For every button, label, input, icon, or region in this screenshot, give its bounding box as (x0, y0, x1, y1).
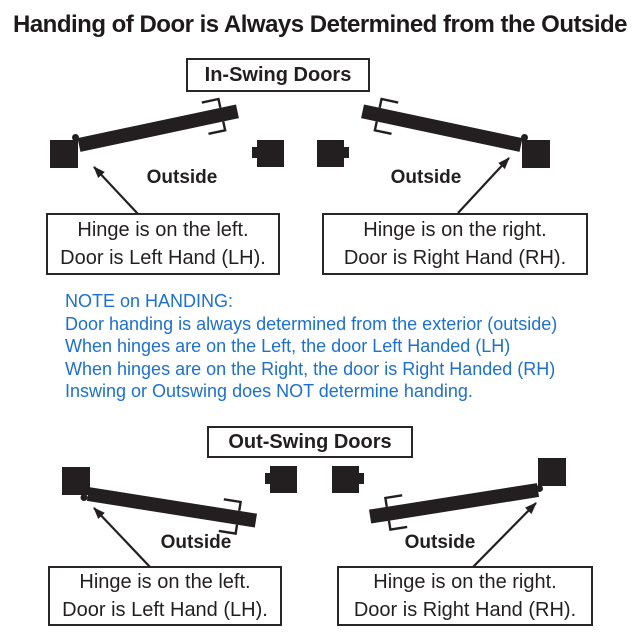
handing-note: NOTE on HANDING: Door handing is always … (65, 290, 605, 403)
out-swing-left-door: Outside (62, 466, 297, 568)
callout-line: Door is Left Hand (LH). (60, 247, 266, 269)
callout-line: Hinge is on the right. (363, 219, 547, 241)
strike-plate-icon (343, 147, 349, 158)
strike-plate-icon (358, 473, 364, 484)
hinge-pin-icon (72, 134, 79, 141)
hinge-jamb-block (538, 458, 566, 486)
hinge-jamb-block (62, 467, 90, 495)
latch-jamb-block (257, 140, 284, 167)
door-slab (86, 487, 258, 528)
door-handle-icon (373, 121, 392, 136)
callout-out-right: Hinge is on the right. Door is Right Han… (337, 566, 593, 626)
hinge-pointer-arrow (457, 157, 510, 214)
hinge-pointer-arrow (93, 166, 139, 215)
page-title: Handing of Door is Always Determined fro… (12, 11, 628, 38)
out-swing-section-label: Out-Swing Doors (207, 426, 413, 458)
out-swing-section-text: Out-Swing Doors (228, 431, 392, 453)
callout-line: Door is Right Hand (RH). (353, 599, 577, 621)
callout-in-right: Hinge is on the right. Door is Right Han… (322, 213, 588, 275)
door-handle-icon (208, 121, 227, 136)
callout-line: Hinge is on the left. (79, 571, 251, 593)
strike-plate-icon (252, 147, 258, 158)
note-line: When hinges are on the Right, the door i… (65, 358, 556, 379)
note-line: When hinges are on the Left, the door Le… (65, 336, 511, 356)
outside-label: Outside (147, 167, 218, 188)
door-handle-icon (218, 524, 239, 535)
in-swing-diagram: Outside Outside (50, 97, 550, 215)
outside-label: Outside (161, 532, 232, 553)
outside-label: Outside (405, 532, 476, 553)
callout-line: Door is Right Hand (RH). (343, 247, 567, 269)
door-handle-icon (383, 494, 403, 508)
hinge-pointer-arrow (93, 507, 151, 568)
hinge-jamb-block (522, 140, 550, 168)
latch-jamb-block (317, 140, 344, 167)
latch-jamb-block (270, 466, 297, 493)
door-slab (77, 104, 239, 152)
callout-line: Door is Left Hand (LH). (62, 599, 268, 621)
outside-label: Outside (391, 167, 462, 188)
note-line: Door handing is always determined from t… (65, 313, 558, 334)
door-slab (361, 104, 523, 152)
latch-jamb-block (332, 466, 359, 493)
note-line: Inswing or Outswing does NOT determine h… (65, 381, 473, 401)
door-handle-icon (223, 498, 243, 512)
in-swing-section-text: In-Swing Doors (204, 64, 352, 86)
door-handle-icon (201, 97, 222, 109)
door-handle-icon (378, 97, 399, 109)
callout-line: Hinge is on the left. (77, 219, 249, 241)
hinge-pin-icon (80, 494, 88, 501)
strike-plate-icon (265, 473, 271, 484)
callout-line: Hinge is on the right. (373, 571, 557, 593)
door-slab (368, 483, 540, 524)
hinge-jamb-block (50, 140, 78, 168)
out-swing-diagram: Outside Outside (62, 458, 566, 568)
in-swing-right-door: Outside (317, 97, 550, 214)
in-swing-left-door: Outside (50, 97, 284, 215)
hinge-pointer-arrow (472, 502, 537, 568)
callout-out-left: Hinge is on the left. Door is Left Hand … (48, 566, 282, 626)
note-heading: NOTE on HANDING: (65, 291, 234, 311)
out-swing-right-door: Outside (332, 458, 566, 568)
hinge-pin-icon (521, 134, 528, 141)
door-handle-icon (387, 520, 408, 531)
callout-in-left: Hinge is on the left. Door is Left Hand … (46, 213, 280, 275)
in-swing-section-label: In-Swing Doors (186, 58, 370, 92)
